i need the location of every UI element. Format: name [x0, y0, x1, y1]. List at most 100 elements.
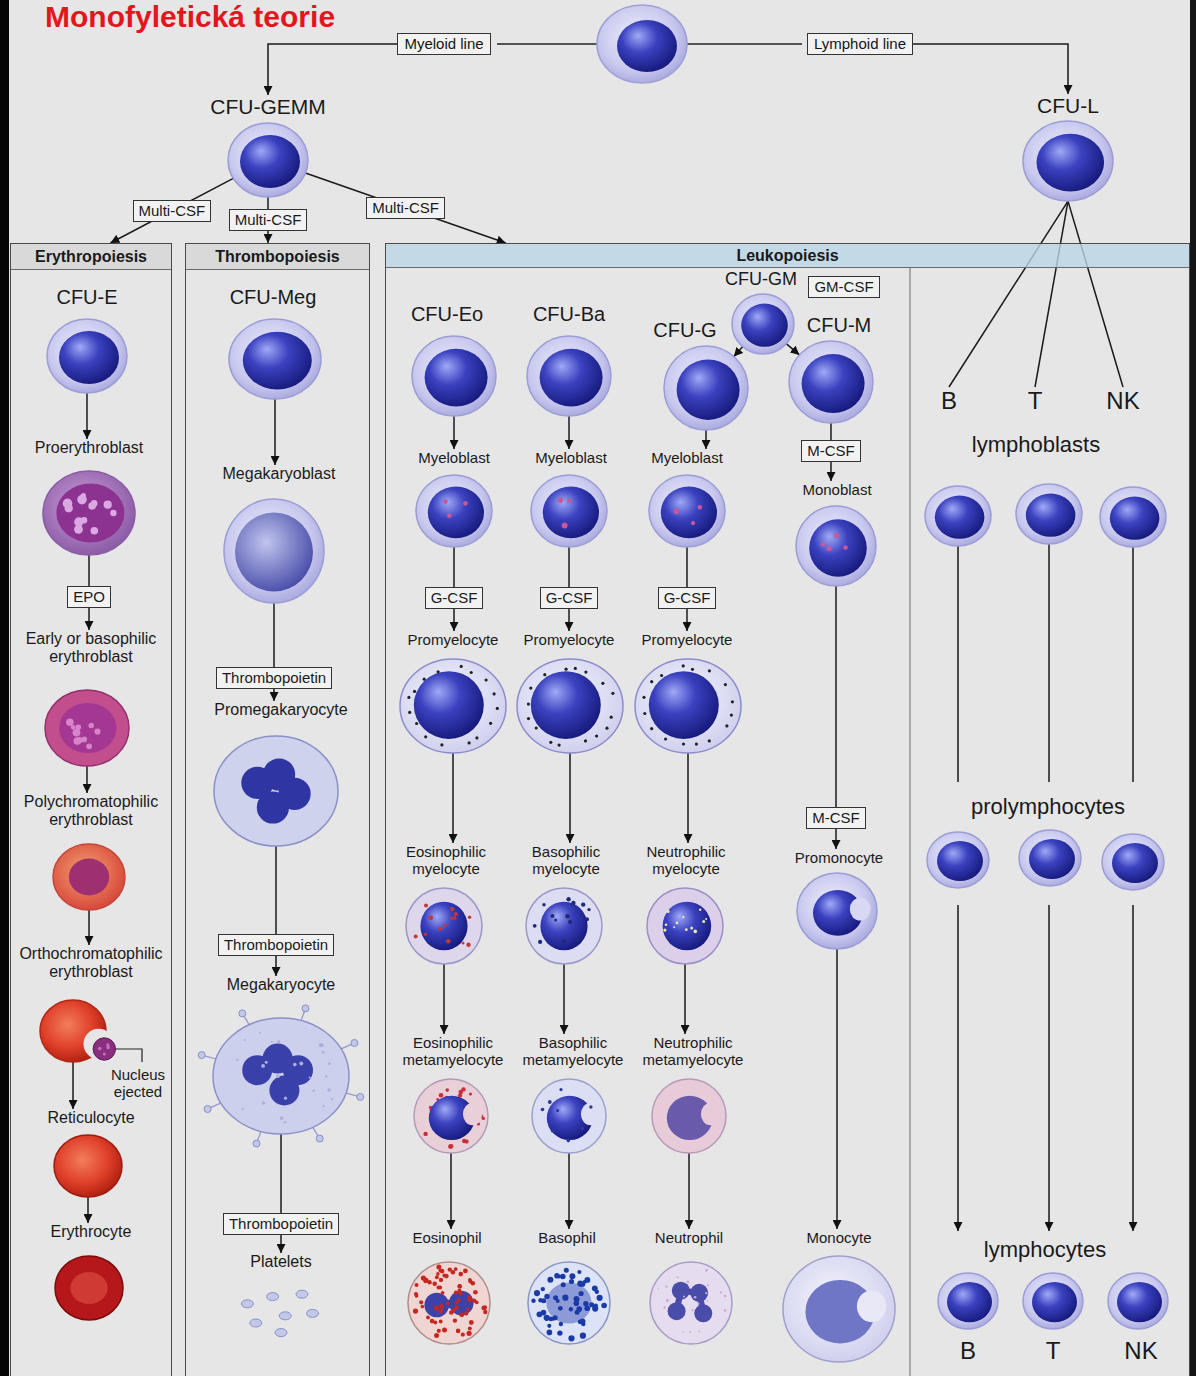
- cell-node: CFU-GM: [716, 269, 806, 356]
- granule: [443, 499, 448, 504]
- granule: [724, 1295, 727, 1298]
- nucleus: [947, 1282, 992, 1322]
- nucleus-lobe: [672, 1282, 690, 1300]
- connector-arrow: [450, 1153, 452, 1229]
- granule: [595, 1290, 599, 1294]
- granule: [455, 1306, 459, 1310]
- granule: [327, 1088, 330, 1091]
- granule: [322, 1051, 325, 1054]
- granule: [705, 918, 707, 920]
- granule: [527, 717, 530, 720]
- granule: [577, 1270, 581, 1274]
- nucleus: [741, 303, 788, 346]
- granule: [561, 1282, 566, 1287]
- granule: [682, 664, 685, 667]
- cell-drawing: [223, 1271, 339, 1351]
- granule: [698, 505, 702, 509]
- granule: [597, 1295, 603, 1301]
- granule: [565, 668, 568, 671]
- cell-body: [1023, 1273, 1083, 1329]
- granule: [426, 1316, 430, 1320]
- granule: [731, 700, 734, 703]
- granule: [457, 1284, 462, 1289]
- nucleus: [663, 902, 712, 951]
- granule: [547, 1324, 551, 1328]
- connector-arrow: [1132, 547, 1134, 1231]
- cell-drawing: [515, 459, 623, 563]
- nucleus: [240, 135, 300, 188]
- granule: [451, 1270, 456, 1275]
- granule: [468, 1327, 472, 1331]
- nucleus: [802, 354, 865, 413]
- granule: [453, 916, 456, 919]
- factor-anchor: M-CSF: [806, 807, 866, 829]
- cell-node: Platelets: [196, 1253, 366, 1337]
- prolymphocyte-cell: [1102, 834, 1164, 890]
- cell-node: Promyelocyte: [630, 631, 744, 755]
- granule: [843, 545, 848, 550]
- cell-body: [517, 659, 623, 753]
- proplatelet-tip: [302, 1005, 309, 1012]
- cell-drawing: [24, 984, 142, 1078]
- connector-arrow: [568, 1153, 570, 1229]
- connector-arrow: [686, 547, 688, 631]
- granule: [551, 1129, 554, 1132]
- granule: [663, 929, 666, 932]
- granule: [460, 665, 463, 668]
- granule: [571, 901, 575, 905]
- cell-node: Promegakaryocyte: [194, 701, 369, 848]
- granule: [730, 714, 733, 717]
- nucleus: [546, 1283, 591, 1324]
- cell-drawing: [384, 643, 522, 769]
- granule: [309, 1077, 311, 1079]
- nucleus: [809, 519, 867, 577]
- granule: [469, 1092, 472, 1095]
- granule: [594, 1304, 598, 1308]
- cell-body: [1023, 121, 1113, 201]
- prolymphocyte-nucleus: [1112, 843, 1158, 883]
- title-anchor: Monofyletická teorie: [45, 0, 335, 34]
- granule: [650, 680, 653, 683]
- granule: [423, 678, 426, 681]
- granule: [585, 917, 589, 921]
- cell-body: [528, 1262, 610, 1344]
- cell-node: CFU-E: [12, 286, 162, 395]
- granule: [482, 1117, 485, 1120]
- cell-body: [664, 346, 748, 430]
- granule: [94, 729, 100, 735]
- growth-factor-box: EPO: [67, 586, 111, 608]
- cell-node: CFU-Ba: [514, 303, 624, 418]
- cell-label: Reticulocyte: [16, 1109, 166, 1127]
- granule: [323, 1105, 325, 1107]
- proplatelet-tip: [316, 1135, 323, 1142]
- granule: [453, 1318, 457, 1322]
- granule: [436, 1265, 441, 1270]
- nucleus-lobe: [694, 1304, 712, 1322]
- granule: [589, 1302, 594, 1307]
- granule: [690, 926, 693, 929]
- granule: [424, 933, 427, 936]
- cell-body: [1100, 487, 1166, 547]
- granule: [676, 922, 679, 925]
- prolymphocyte-nucleus: [1029, 839, 1075, 879]
- granule: [568, 1335, 574, 1341]
- granule: [439, 1093, 444, 1098]
- granule: [86, 743, 92, 749]
- granule: [682, 916, 684, 918]
- cell-body: [416, 475, 492, 547]
- connector-arrow: [705, 430, 707, 449]
- granule: [462, 942, 465, 945]
- cell-drawing: [767, 1240, 911, 1376]
- granule: [548, 1100, 552, 1104]
- cell-label: CFU-GM: [716, 269, 806, 290]
- label-anchor: GM-CSF: [808, 276, 879, 297]
- cell-label: Neutrophilic metamyelocyte: [634, 1034, 752, 1069]
- granule: [705, 1269, 708, 1272]
- cell-body: [214, 736, 338, 846]
- cell-label: Promyelocyte: [512, 631, 626, 648]
- connector-arrow: [688, 1153, 690, 1229]
- connector-arrow: [569, 753, 571, 843]
- label-anchor: Nucleus ejected: [106, 1066, 170, 1101]
- growth-factor-box: G-CSF: [425, 587, 484, 609]
- panel-header-band: Leukopoiesis: [386, 244, 1189, 268]
